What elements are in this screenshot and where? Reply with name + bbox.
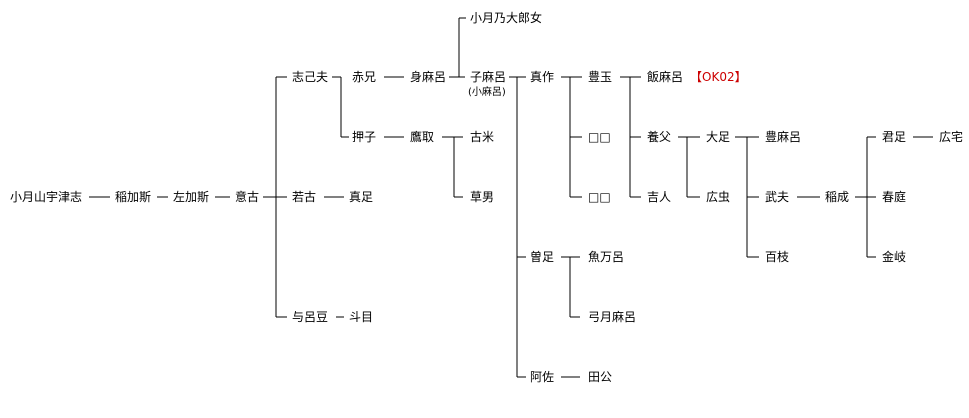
person-takatori: 鷹取	[410, 129, 434, 144]
person-yuzukimaro: 弓月麻呂	[588, 309, 636, 324]
connector-lines	[89, 17, 933, 378]
person-unknown-1: □□	[588, 130, 611, 144]
person-yoshihito: 吉人	[647, 190, 671, 204]
person-takimi: 田公	[588, 370, 612, 384]
person-sakashi: 左加斯	[173, 189, 209, 204]
person-yoroto: 与呂豆	[292, 310, 328, 324]
person-oko: 意古	[235, 189, 259, 204]
person-unknown-2: □□	[588, 190, 611, 204]
person-asa: 阿佐	[530, 370, 554, 384]
person-kimitari: 君足	[882, 130, 906, 144]
person-wakako: 若古	[292, 189, 316, 204]
person-oshiko: 押子	[352, 130, 376, 144]
person-inanari: 稲成	[825, 190, 849, 204]
person-matari: 真足	[349, 190, 373, 204]
person-uomaro: 魚万呂	[588, 250, 624, 264]
person-shikoo: 志己夫	[292, 70, 328, 84]
person-toma: 斗目	[349, 310, 373, 324]
person-haruniwa: 春庭	[882, 189, 906, 204]
person-akae: 赤兄	[352, 70, 376, 84]
person-toyotama: 豊玉	[588, 70, 612, 84]
person-komaro-alt-name: (小麻呂)	[468, 85, 506, 98]
person-furume: 古米	[470, 129, 494, 144]
person-kootsuki-daughter: 小月乃大郎女	[470, 10, 542, 25]
person-sotari: 曽足	[530, 249, 554, 264]
person-root: 小月山宇津志	[10, 190, 82, 204]
person-iimaro: 飯麻呂	[647, 69, 683, 84]
person-hiromushi: 広虫	[706, 190, 730, 204]
person-yashinau-chichi: 養父	[647, 129, 671, 144]
person-kusao: 草男	[470, 190, 494, 204]
ok-code-tag: 【OK02】	[690, 70, 747, 84]
person-komaro: 子麻呂	[470, 69, 506, 84]
person-momoe: 百枝	[765, 249, 789, 264]
person-kanahoko: 金岐	[882, 249, 906, 264]
person-otari: 大足	[706, 130, 730, 144]
person-toyomaro: 豊麻呂	[765, 129, 801, 144]
person-nodes: 小月山宇津志 稲加斯 左加斯 意古 志己夫 若古 与呂豆 赤兄 押子 真足 斗目…	[10, 10, 963, 384]
person-takeo: 武夫	[765, 190, 789, 204]
person-hiroya: 広宅	[939, 129, 963, 144]
person-inakashi: 稲加斯	[115, 190, 151, 204]
person-masaku: 真作	[530, 70, 554, 84]
person-mimaro: 身麻呂	[410, 69, 446, 84]
